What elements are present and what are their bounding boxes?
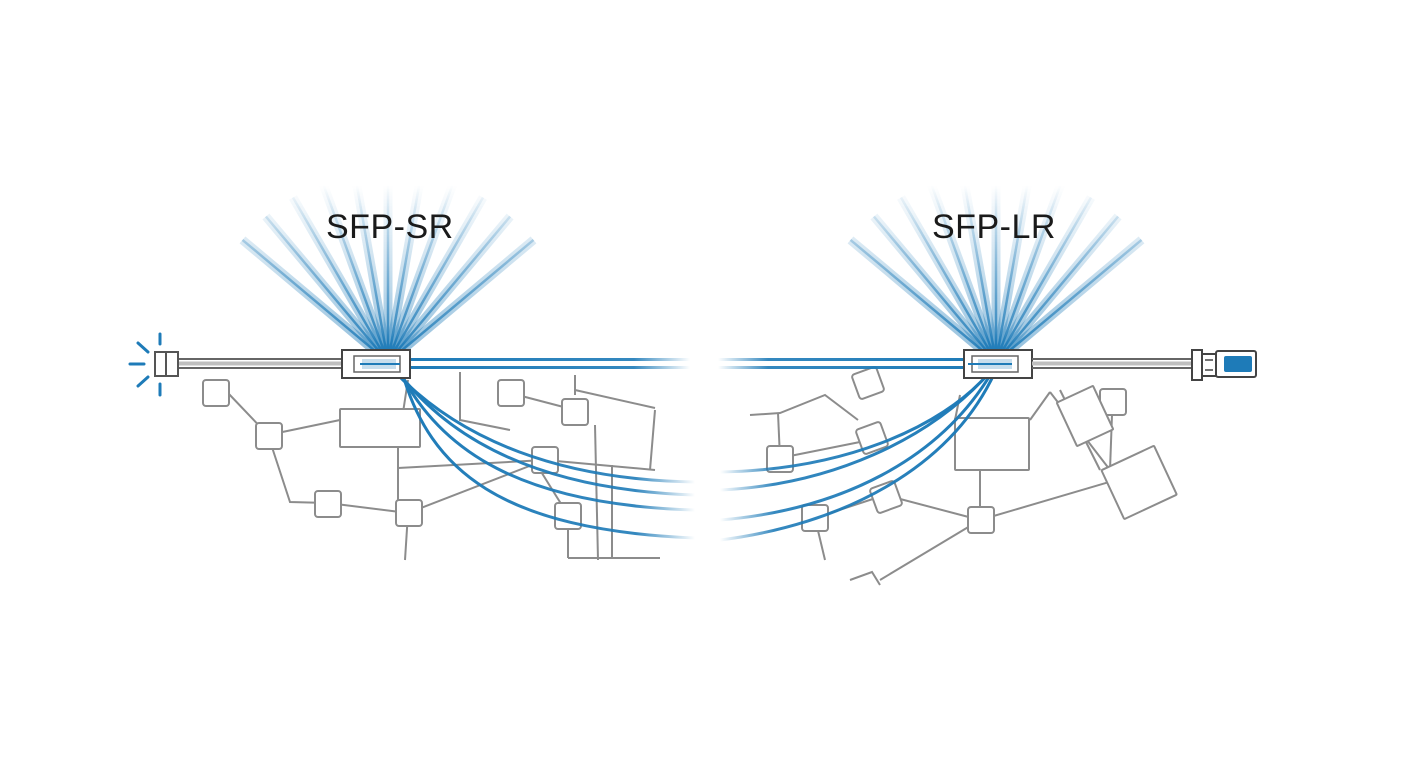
left-network-nodes [202,379,589,530]
curved-fibers-right [719,371,997,542]
lr-ray-core [995,238,1143,363]
sfp-sr-module [341,349,411,379]
sr-ray-core [386,196,485,363]
straight-fiber-left [410,358,690,369]
sr-ray-core [241,238,389,363]
lr-ray-core [994,174,1031,363]
right-network-nodes [766,366,1178,534]
lr-ray-core [929,183,998,363]
sr-ray-core [387,238,535,363]
left-network [227,372,660,561]
lr-ray-core [994,183,1063,363]
sr-ray-core [321,183,390,363]
sr-ray-core [386,174,423,363]
lr-ray-core [995,215,1120,363]
sfp-sr-label: SFP-SR [326,208,454,246]
lr-ray-core [872,215,997,363]
lr-light-rays [847,172,1145,366]
right-cable [1032,358,1193,369]
sr-ray-core [291,196,390,363]
sr-ray-core [386,183,455,363]
light-bulb-icon [128,332,179,397]
sr-ray-core [264,215,389,363]
lc-connector-icon [1191,349,1257,381]
lr-ray-core [849,238,997,363]
lr-ray-core [899,196,998,363]
curved-fibers-left [393,370,696,540]
sr-ray-core [353,174,390,363]
sr-light-rays [239,172,537,366]
left-cable [178,358,345,369]
lr-ray-core [994,196,1093,363]
sfp-lr-module [963,349,1033,379]
sr-ray-core [387,215,512,363]
lr-ray-core [961,174,998,363]
straight-fiber-right [718,358,968,369]
sfp-lr-label: SFP-LR [932,208,1056,246]
